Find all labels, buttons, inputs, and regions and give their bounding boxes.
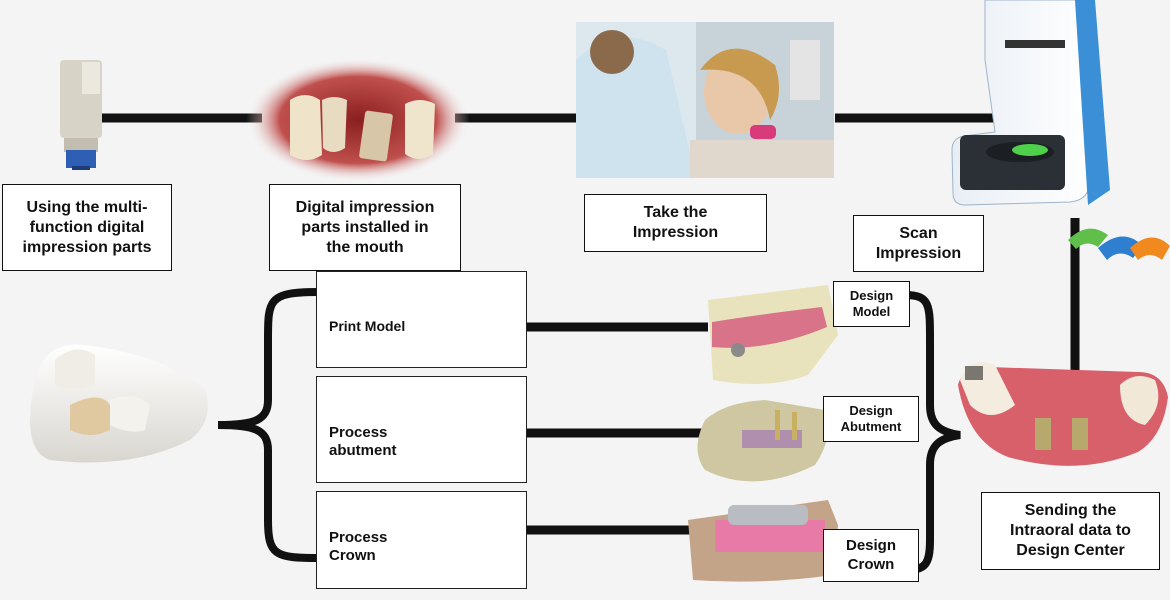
right-brace	[904, 291, 961, 574]
impression-photo	[576, 22, 834, 179]
arch-model-right	[958, 362, 1168, 466]
label-take-impression: Take the Impression	[584, 194, 767, 252]
scanner-image	[951, 0, 1110, 206]
label-design-model: Design Model	[833, 281, 910, 327]
step-box-print-model	[316, 271, 527, 368]
connector-lines	[100, 113, 1080, 535]
step-process-abutment-label: Process abutment	[329, 424, 397, 459]
label-scan-impression: Scan Impression	[853, 215, 984, 272]
impression-part-image	[60, 60, 102, 170]
label-sending-data: Sending the Intraoral data to Design Cen…	[981, 492, 1160, 570]
step-process-crown-label: Process Crown	[329, 529, 388, 564]
mouth-photo	[246, 58, 470, 182]
arch-model-left	[30, 344, 208, 463]
design-crown-image	[688, 500, 838, 582]
impression-trays	[1068, 228, 1170, 260]
left-brace	[217, 288, 319, 562]
step-print-model-label: Print Model	[329, 318, 406, 334]
label-design-abutment: Design Abutment	[823, 396, 919, 442]
step-box-process-crown	[316, 491, 527, 589]
design-model-image	[708, 285, 838, 384]
design-abutment-image	[697, 400, 829, 482]
label-multi-function-parts: Using the multi- function digital impres…	[2, 184, 172, 271]
step-box-process-abutment	[316, 376, 527, 483]
label-parts-installed: Digital impression parts installed in th…	[269, 184, 461, 271]
label-design-crown: Design Crown	[823, 529, 919, 582]
